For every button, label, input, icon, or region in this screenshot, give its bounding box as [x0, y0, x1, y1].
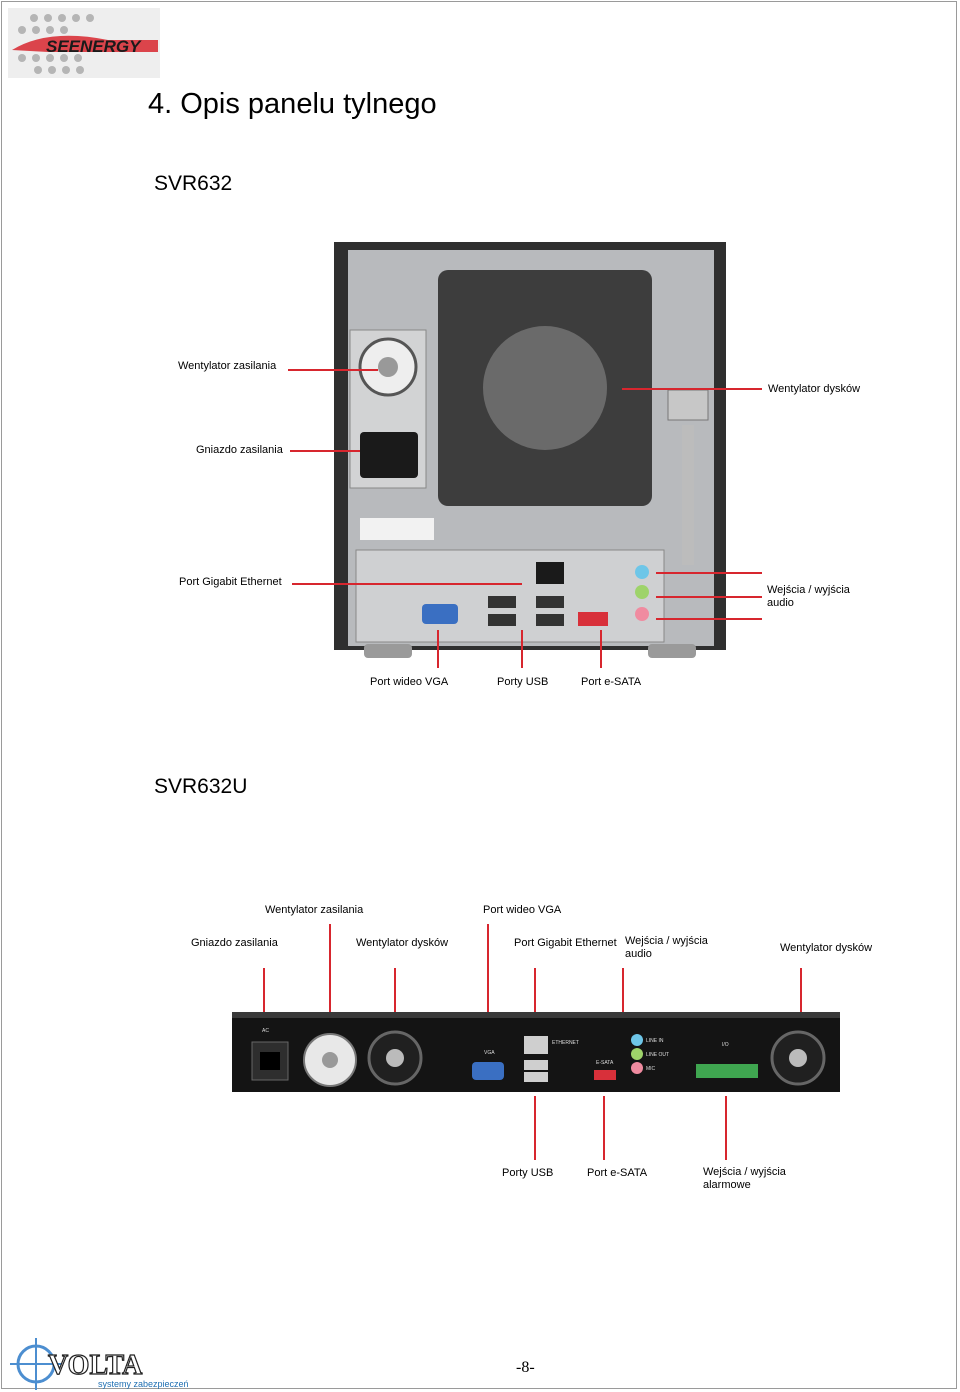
callout-u-usb: [534, 1096, 536, 1160]
callout-line-ethernet: [292, 583, 522, 585]
label-u-esata: Port e-SATA: [587, 1167, 648, 1179]
label-u-power-socket: Gniazdo zasilania: [191, 937, 278, 949]
callout-u-alarm: [725, 1096, 727, 1160]
esata-port-icon: [578, 612, 608, 626]
model-title-svr632u: SVR632U: [154, 775, 248, 798]
u-line-out-icon: [631, 1048, 643, 1060]
barcode-label: [360, 518, 434, 540]
panel-text-ac: AC: [262, 1028, 269, 1034]
foot-right: [648, 644, 696, 658]
label-esata: Port e-SATA: [581, 676, 642, 688]
label-ethernet: Port Gigabit Ethernet: [179, 576, 282, 588]
label-u-vga: Port wideo VGA: [483, 904, 562, 916]
svr632u-rear-photo: AC VGA ETHERNET E-SATA LINE IN LINE OUT …: [232, 1012, 840, 1092]
svr632-rear-photo: [334, 242, 726, 658]
volta-logo-graphic: VOLTA systemy zabezpieczeń: [10, 1338, 189, 1390]
callout-line-usb: [521, 630, 523, 668]
callout-line-audio-2: [656, 596, 762, 598]
callout-line-esata: [600, 630, 602, 668]
panel-text-mic: MIC: [646, 1066, 656, 1072]
vga-port-icon: [422, 604, 458, 624]
label-u-fan-disk-2: Wentylator dysków: [780, 942, 873, 954]
panel-text-line-out: LINE OUT: [646, 1052, 669, 1058]
u-esata-port-icon: [594, 1070, 616, 1080]
ethernet-port-icon: [536, 562, 564, 584]
callout-line-fan-psu: [288, 369, 378, 371]
callout-u-fan-disk-1: [394, 968, 396, 1026]
panel-text-io: I/O: [722, 1042, 729, 1048]
label-u-fan-psu: Wentylator zasilania: [265, 904, 364, 916]
volta-logo-text: VOLTA: [48, 1350, 143, 1381]
seenergy-logo: SEENERGY: [8, 8, 160, 78]
audio-line-in-icon: [635, 565, 649, 579]
callout-u-esata: [603, 1096, 605, 1160]
callout-line-fan-disk: [622, 388, 762, 390]
power-socket-icon: [360, 432, 418, 478]
audio-mic-icon: [635, 607, 649, 621]
u-usb-port-icon: [524, 1060, 548, 1070]
audio-line-out-icon: [635, 585, 649, 599]
label-audio: Wejścia / wyjścia audio: [767, 584, 850, 609]
u-alarm-terminal-icon: [696, 1064, 758, 1078]
panel-text-esata: E-SATA: [596, 1060, 614, 1066]
label-fan-disk: Wentylator dysków: [768, 383, 861, 395]
page-title: 4. Opis panelu tylnego: [148, 88, 437, 120]
panel-text-ethernet: ETHERNET: [552, 1040, 579, 1046]
label-u-ethernet: Port Gigabit Ethernet: [514, 937, 617, 949]
callout-line-audio-3: [656, 618, 762, 620]
callout-u-ethernet: [534, 968, 536, 1024]
usb-port-icon: [488, 596, 516, 608]
panel-text-line-in: LINE IN: [646, 1038, 664, 1044]
callout-line-power: [290, 450, 360, 452]
callout-u-fan-disk-2: [800, 968, 802, 1026]
label-u-alarm: Wejścia / wyjścia alarmowe: [703, 1166, 786, 1191]
label-u-fan-disk-1: Wentylator dysków: [356, 937, 449, 949]
label-u-audio: Wejścia / wyjścia audio: [625, 935, 708, 960]
seenergy-logo-text: SEENERGY: [46, 37, 142, 56]
foot-left: [364, 644, 412, 658]
u-line-in-icon: [631, 1034, 643, 1046]
callout-line-audio-1: [656, 572, 762, 574]
u-mic-icon: [631, 1062, 643, 1074]
callout-u-vga: [487, 924, 489, 1042]
panel-text-vga: VGA: [484, 1050, 495, 1056]
label-vga: Port wideo VGA: [370, 676, 449, 688]
callout-u-fan-psu: [329, 924, 331, 1024]
label-power-socket: Gniazdo zasilania: [196, 444, 283, 456]
seenergy-logo-graphic: SEENERGY: [12, 14, 158, 74]
side-slot: [667, 389, 709, 421]
callout-u-power: [263, 968, 265, 1020]
label-fan-psu: Wentylator zasilania: [178, 360, 277, 372]
label-usb: Porty USB: [497, 676, 549, 688]
u-ethernet-port-icon: [524, 1036, 548, 1054]
u-vga-port-icon: [472, 1062, 504, 1080]
disk-fan-grille: [438, 270, 652, 506]
volta-logo-subtitle: systemy zabezpieczeń: [98, 1379, 189, 1389]
model-title-svr632: SVR632: [154, 172, 233, 195]
label-u-usb: Porty USB: [502, 1167, 554, 1179]
volta-logo: VOLTA systemy zabezpieczeń: [6, 1334, 216, 1390]
page-number: -8-: [516, 1359, 535, 1376]
callout-line-vga: [437, 630, 439, 668]
